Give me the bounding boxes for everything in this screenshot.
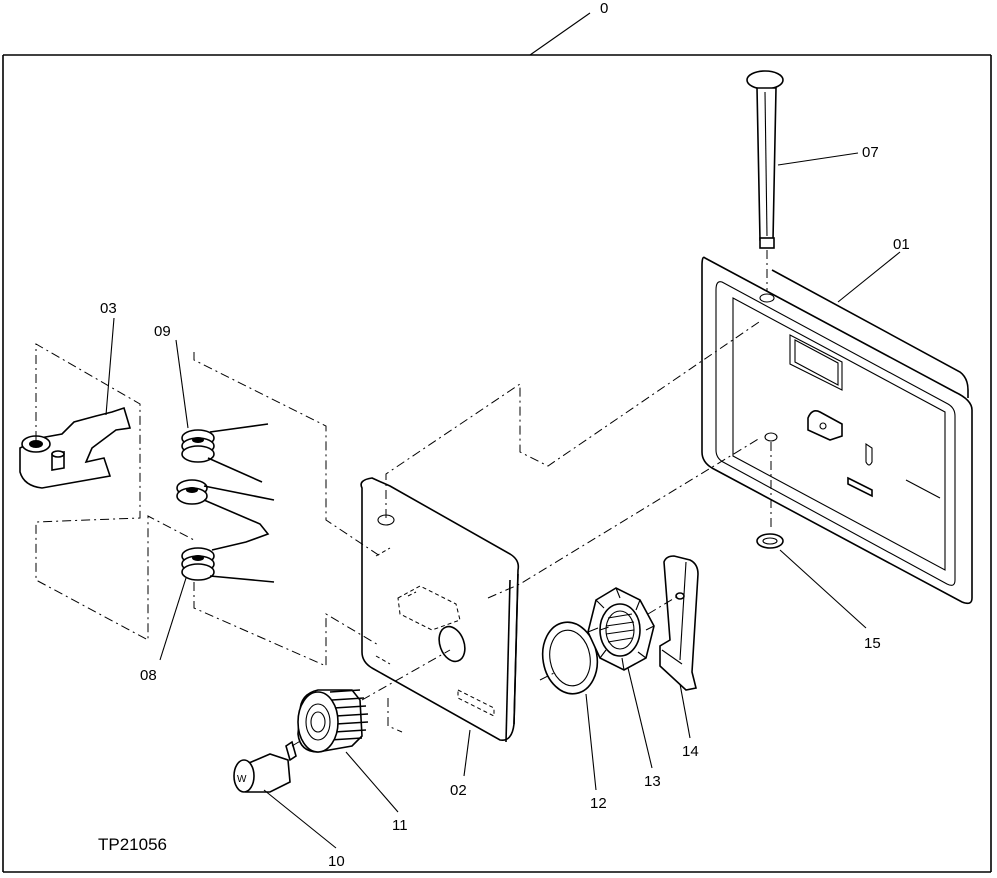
assembly-callout: 0 [529,0,608,56]
label-10: 10 [328,853,345,870]
key-cylinder-10: W [233,740,297,793]
border-frame [2,54,992,873]
figure-id: TP21056 [98,835,167,854]
label-assembly: 0 [600,0,608,17]
washer-12 [541,621,599,695]
spring-08 [181,547,275,583]
latch-plate-02 [360,477,520,743]
key-cylinder-mark: W [237,774,247,785]
label-03: 03 [100,300,117,317]
label-07: 07 [862,144,879,161]
label-09: 09 [154,323,171,340]
label-13: 13 [644,773,661,790]
spring-middle [176,479,275,551]
hex-nut-13 [587,587,655,671]
label-15: 15 [864,635,881,652]
label-02: 02 [450,782,467,799]
lock-housing-11 [297,689,369,753]
label-08: 08 [140,667,157,684]
label-01: 01 [893,236,910,253]
spring-09 [181,423,269,483]
pin-07 [746,70,784,249]
housing-01 [701,256,973,605]
assembly-path-lines [35,319,763,733]
label-14: 14 [682,743,699,760]
label-12: 12 [590,795,607,812]
clip-15 [756,533,784,549]
label-11: 11 [392,817,408,834]
latch-03 [19,406,132,489]
cam-14 [659,555,699,691]
